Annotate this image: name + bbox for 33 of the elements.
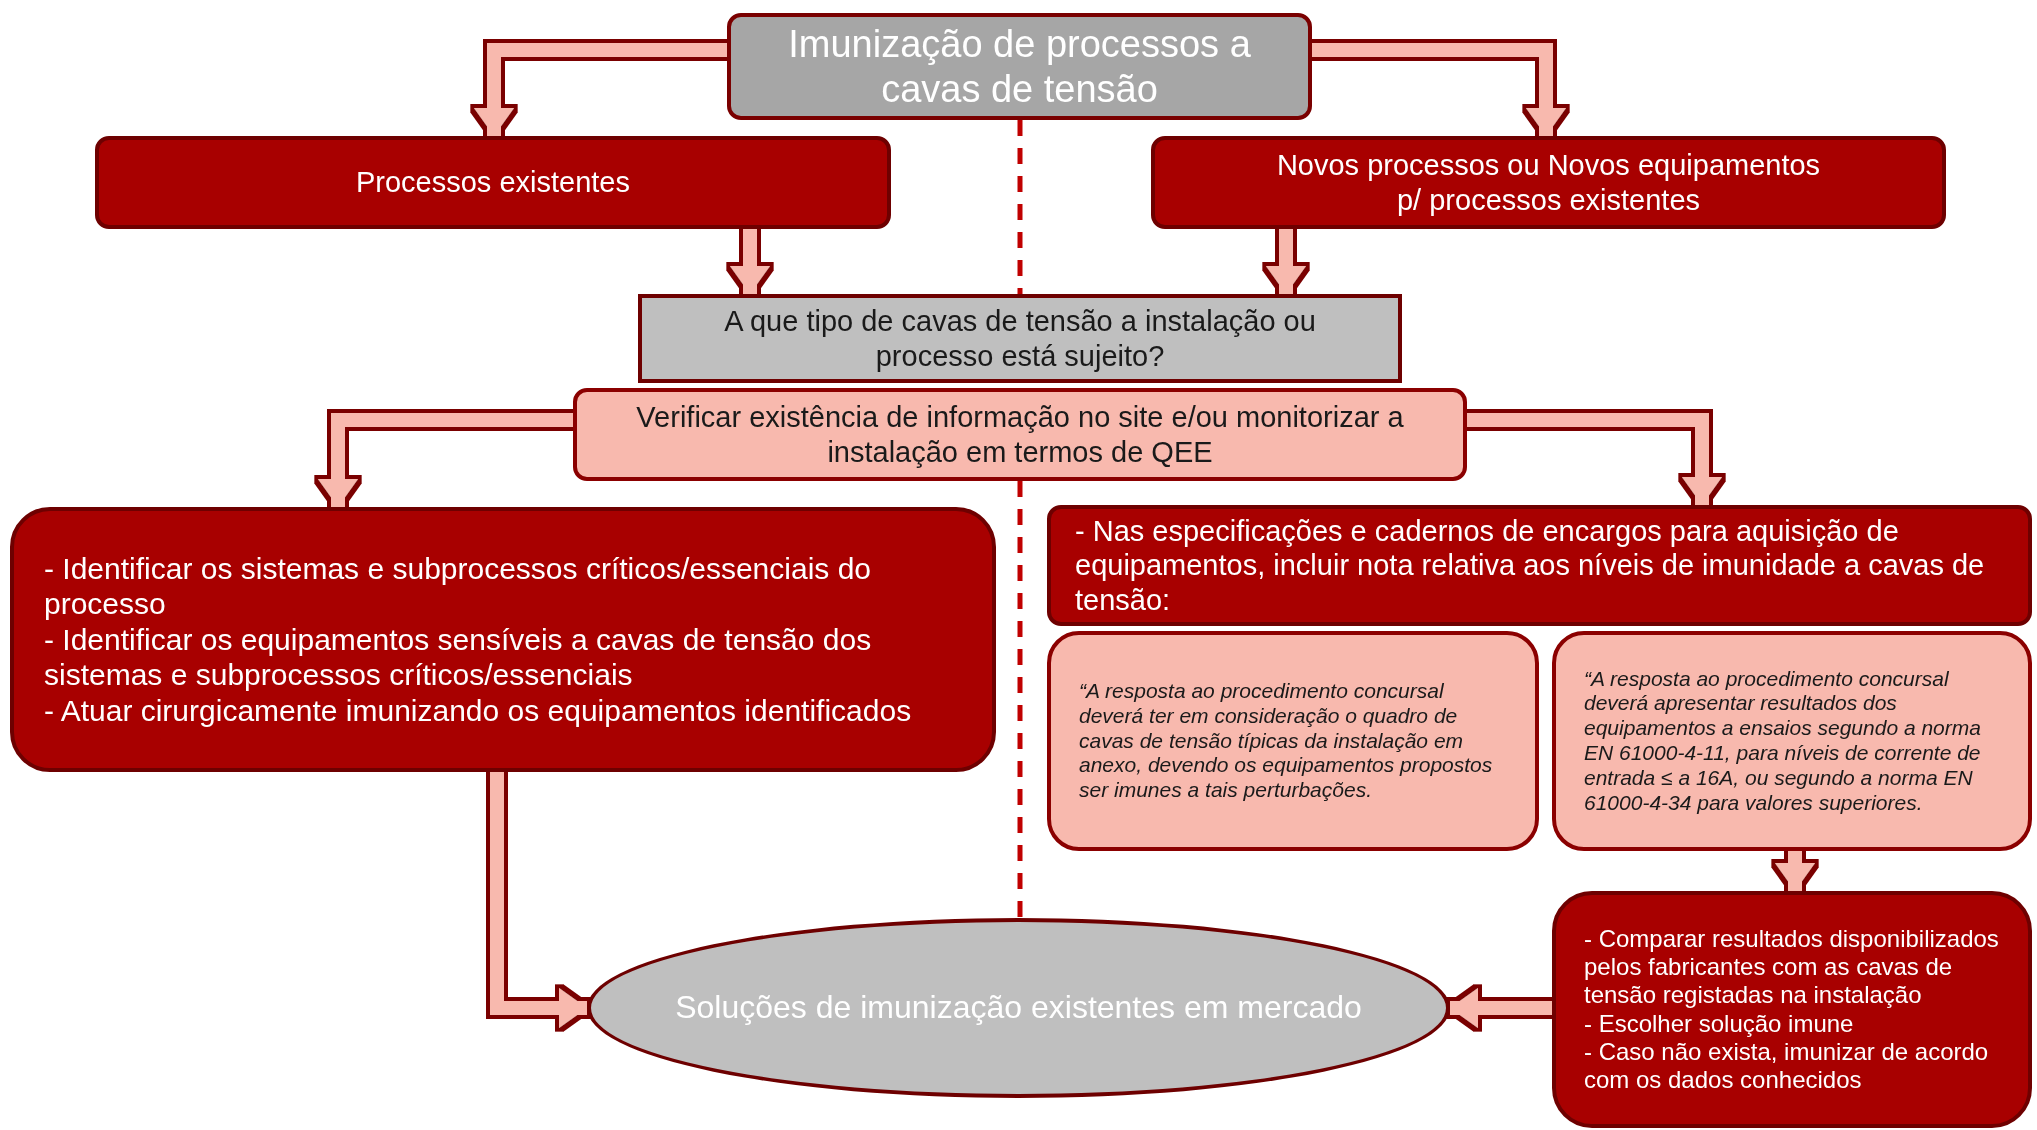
- quote-box: [1047, 631, 1539, 851]
- process-box: [1151, 136, 1946, 229]
- node-text: - Nas especificações e cadernos de encargos para aquisição de equipamentos, incluir nota relativa aos níveis de imunidade a cavas de tensão:: [1075, 514, 1986, 617]
- block-arrow: [730, 229, 770, 294]
- block-arrow: [1312, 43, 1566, 136]
- node-label: Processos existentes: [355, 165, 631, 200]
- question-box: [638, 294, 1402, 383]
- node-text: - Comparar resultados disponibilizados pelos fabricantes com as cavas de tensão registadas na instalação: [1584, 924, 2000, 1010]
- node-label: Imunização de processos a cavas de tensão: [787, 21, 1252, 112]
- node-label: Soluções de imunização existentes em mercado: [674, 989, 1363, 1027]
- node-text: - Identificar os equipamentos sensíveis a cavas de tensão dos sistemas e subprocessos críticos/essenciais: [44, 621, 873, 693]
- block-arrow: [1266, 229, 1306, 294]
- node-text: “A resposta ao procedimento concursal deverá apresentar resultados dos equipamentos a ensaios segundo a norma EN 61000-4-11, para níveis de corrente de entrada ≤ a 16A, ou segundo a norma EN 61000-4-34 para valores superiores.: [1584, 666, 1982, 816]
- node-text: - Escolher solução imune: [1584, 1009, 1855, 1038]
- action-box: [10, 507, 996, 772]
- node-text: “A resposta ao procedimento concursal deverá ter em consideração o quadro de cavas de tensão típicas da instalação em anexo, devendo os equipamentos propostos ser imunes a tais perturbações.: [1079, 679, 1494, 803]
- node-label: Verificar existência de informação no site e/ou monitorizar a instalação em termos de QEE: [635, 400, 1405, 469]
- block-arrow: [1467, 413, 1722, 505]
- action-box: [1047, 505, 2032, 626]
- process-box: [95, 136, 891, 229]
- node-text: - Identificar os sistemas e subprocessos críticos/essenciais do processo: [44, 551, 872, 622]
- quote-box: [1552, 631, 2032, 851]
- action-box: [573, 388, 1467, 481]
- node-text: - Caso não exista, imunizar de acordo com os dados conhecidos: [1584, 1037, 1990, 1095]
- block-arrow: [318, 413, 573, 507]
- title-box: [727, 13, 1312, 120]
- block-arrow: [490, 772, 587, 1028]
- block-arrow: [1775, 851, 1815, 891]
- node-text: - Atuar cirurgicamente imunizando os equipamentos identificados: [44, 692, 913, 728]
- action-box: [1552, 891, 2032, 1128]
- block-arrow: [474, 43, 727, 136]
- node-label: Novos processos ou Novos equipamentos p/ processos existentes: [1275, 148, 1822, 217]
- node-label: A que tipo de cavas de tensão a instalação ou processo está sujeito?: [723, 304, 1317, 373]
